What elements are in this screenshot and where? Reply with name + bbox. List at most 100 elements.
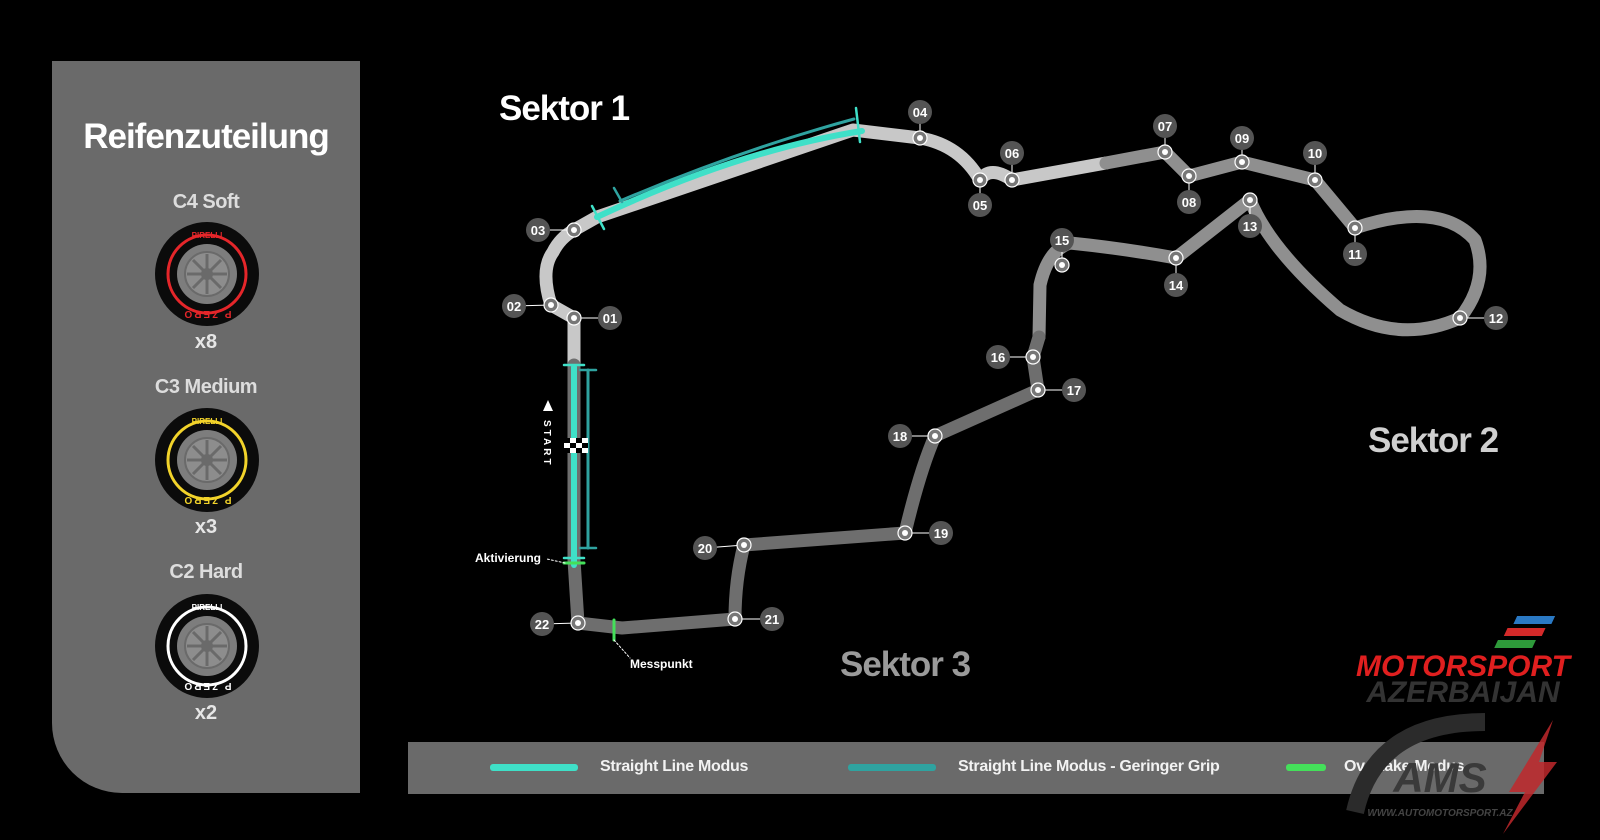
turn-marker: 03	[526, 218, 582, 242]
turn-number: 21	[765, 612, 779, 627]
activation-label: Aktivierung	[475, 551, 541, 565]
legend-label-straight-line: Straight Line Modus	[600, 758, 749, 775]
turn-badge	[530, 612, 554, 636]
turn-marker: 01	[566, 306, 622, 330]
turn-number: 10	[1308, 146, 1322, 161]
turn-number: 08	[1182, 195, 1196, 210]
turn-badge	[1177, 190, 1201, 214]
legend-swatch-low-grip	[848, 764, 936, 771]
turn-number: 16	[991, 350, 1005, 365]
turn-number: 09	[1235, 131, 1249, 146]
svg-text:P ZERO: P ZERO	[182, 680, 231, 691]
turn-marker: 05	[968, 172, 992, 217]
turn-number: 20	[698, 541, 712, 556]
turn-number: 14	[1169, 278, 1184, 293]
turn-badge	[986, 345, 1010, 369]
turn-badge	[1303, 141, 1327, 165]
track-sector-1	[539, 123, 1113, 372]
turn-markers: 01 02 03 04 05 06 07 08 09 10 11 12 13 14 15 16 17 18 19 20…	[502, 100, 1508, 636]
turn-marker: 19	[897, 521, 953, 545]
turn-marker: 10	[1303, 141, 1327, 188]
legend-swatch-straight-line	[490, 764, 578, 771]
sector-1-label: Sektor 1	[499, 89, 630, 128]
tyre-name-medium: C3 Medium	[154, 376, 258, 398]
turn-number: 06	[1005, 146, 1019, 161]
turn-badge	[1062, 378, 1086, 402]
turn-number: 07	[1158, 119, 1172, 134]
track-sector-2	[1032, 145, 1487, 344]
legend: Straight Line Modus Straight Line Modus …	[408, 742, 1544, 794]
tyre-name-hard: C2 Hard	[169, 561, 243, 583]
turn-badge	[693, 536, 717, 560]
turn-badge	[968, 193, 992, 217]
straight-line-start-marker	[590, 204, 606, 231]
direction-arrow-icon	[543, 400, 553, 411]
soft-tyre-icon: PIRELLI P ZERO	[155, 222, 259, 326]
turn-marker: 18	[888, 424, 943, 448]
turn-badge	[1484, 306, 1508, 330]
svg-text:PIRELLI: PIRELLI	[192, 603, 223, 612]
turn-badge	[1050, 228, 1074, 252]
turn-marker: 20	[693, 536, 752, 560]
svg-text:P ZERO: P ZERO	[182, 308, 231, 319]
turn-marker: 04	[908, 100, 932, 146]
turn-badge	[908, 100, 932, 124]
turn-number: 22	[535, 617, 549, 632]
straight-line-mode-zone-1	[594, 128, 865, 220]
medium-tyre-icon: PIRELLI P ZERO	[155, 408, 259, 512]
turn-number: 02	[507, 299, 521, 314]
turn-marker: 17	[1030, 378, 1086, 402]
tyre-name-soft: C4 Soft	[172, 191, 240, 213]
turn-marker: 07	[1153, 114, 1177, 160]
turn-number: 19	[934, 526, 948, 541]
turn-number: 12	[1489, 311, 1503, 326]
svg-text:PIRELLI: PIRELLI	[192, 417, 223, 426]
turn-number: 15	[1055, 233, 1069, 248]
turn-marker: 14	[1164, 250, 1188, 297]
svg-text:P ZERO: P ZERO	[182, 494, 231, 505]
tyre-allocation-panel: Reifenzuteilung C4 Soft PIRELLI P ZERO x…	[52, 61, 360, 793]
turn-number: 01	[603, 311, 617, 326]
turn-marker: 08	[1177, 168, 1201, 214]
turn-badge	[1238, 214, 1262, 238]
svg-text:PIRELLI: PIRELLI	[192, 231, 223, 240]
turn-number: 13	[1243, 219, 1257, 234]
tyre-count-medium: x3	[194, 516, 218, 538]
sector-3-label: Sektor 3	[840, 645, 971, 684]
start-label: START	[541, 420, 552, 468]
turn-badge	[1230, 126, 1254, 150]
turn-marker: 09	[1230, 126, 1254, 170]
legend-label-low-grip: Straight Line Modus - Geringer Grip	[958, 758, 1220, 775]
turn-badge	[1153, 114, 1177, 138]
straight-line-low-grip-zone-1	[618, 117, 856, 203]
tyre-count-hard: x2	[194, 702, 218, 724]
turn-marker: 11	[1343, 220, 1367, 266]
turn-marker: 13	[1238, 192, 1262, 238]
turn-badge	[1164, 273, 1188, 297]
low-grip-start-marker	[612, 186, 624, 204]
turn-badge	[598, 306, 622, 330]
legend-label-overtake: Overtake Modus	[1344, 758, 1465, 775]
turn-number: 04	[913, 105, 928, 120]
turn-marker: 12	[1452, 306, 1508, 330]
turn-number: 03	[531, 223, 545, 238]
sector-2-label: Sektor 2	[1368, 421, 1499, 460]
panel-title: Reifenzuteilung	[83, 117, 330, 156]
turn-number: 18	[893, 429, 907, 444]
turn-marker: 06	[1000, 141, 1024, 188]
turn-marker: 21	[727, 607, 784, 631]
measure-point-label: Messpunkt	[630, 657, 693, 671]
straight-line-end-marker	[854, 106, 862, 144]
turn-number: 17	[1067, 383, 1081, 398]
turn-badge	[526, 218, 550, 242]
turn-badge	[760, 607, 784, 631]
turn-number: 11	[1348, 247, 1362, 262]
turn-badge	[1343, 242, 1367, 266]
turn-marker: 16	[986, 345, 1041, 369]
turn-badge	[888, 424, 912, 448]
turn-badge	[502, 294, 526, 318]
hard-tyre-icon: PIRELLI P ZERO	[155, 594, 259, 698]
turn-marker: 02	[502, 294, 559, 318]
start-finish-flag	[564, 438, 588, 453]
